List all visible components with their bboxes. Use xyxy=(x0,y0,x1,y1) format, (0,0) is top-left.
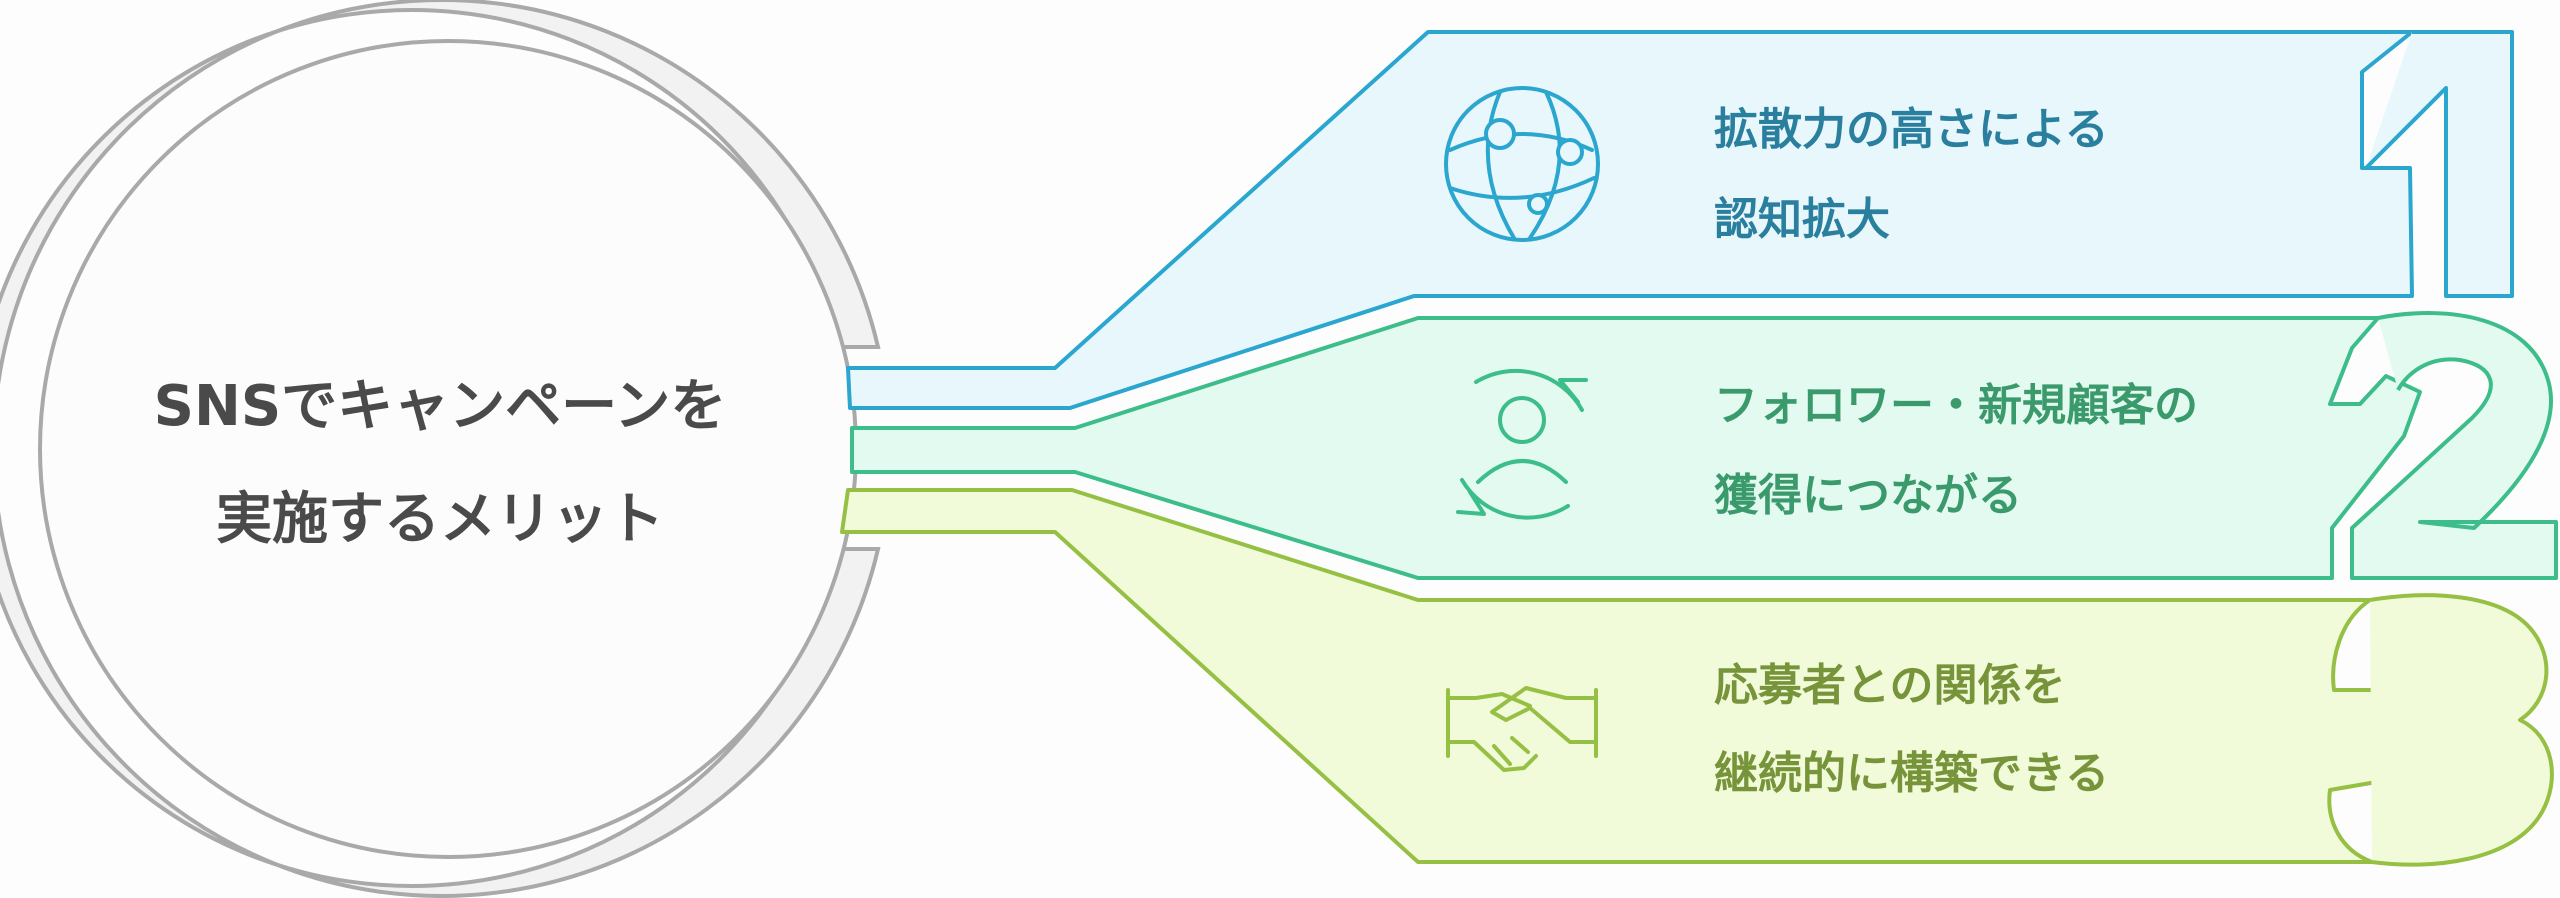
handshake-icon xyxy=(1446,686,1598,772)
band-1 xyxy=(846,30,2514,410)
item-2-line2: 獲得につながる xyxy=(1714,470,2022,521)
band-2 xyxy=(850,311,2558,580)
item-3-line1: 応募者との関係を xyxy=(1714,660,2066,711)
globe-network-icon xyxy=(1444,86,1600,242)
item-2-line1: フォロワー・新規顧客の xyxy=(1714,380,2198,431)
center-title-line2: 実施するメリット xyxy=(216,487,664,552)
user-refresh-icon xyxy=(1456,368,1588,520)
center-title-line1: SNSでキャンペーンを xyxy=(154,374,727,439)
item-3-line2: 継続的に構築できる xyxy=(1714,748,2109,799)
center-ring xyxy=(0,0,881,898)
item-1-line2: 認知拡大 xyxy=(1714,194,1890,245)
band-3 xyxy=(840,488,2554,867)
item-1-line1: 拡散力の高さによる xyxy=(1714,104,2109,155)
